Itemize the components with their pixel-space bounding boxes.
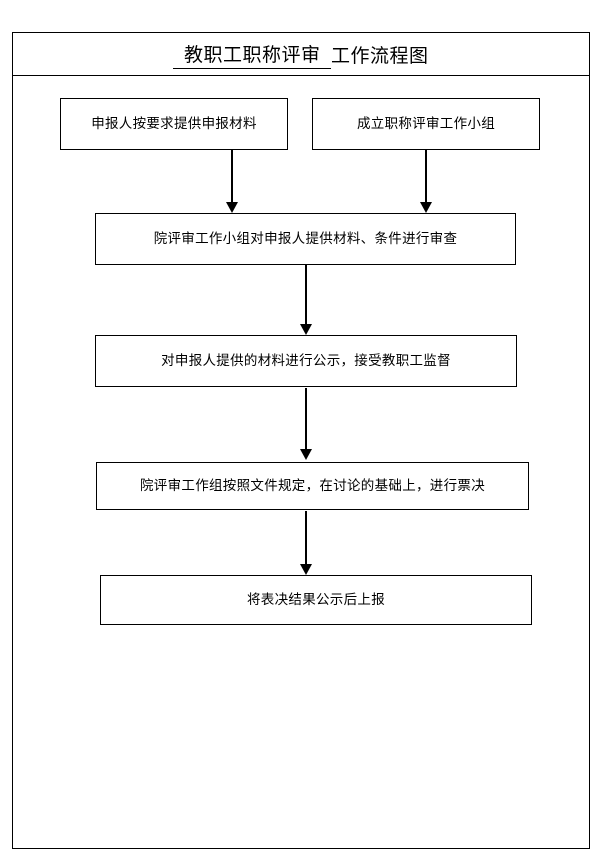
page-border bbox=[12, 32, 590, 849]
process-node-submit-materials: 申报人按要求提供申报材料 bbox=[60, 98, 288, 150]
process-node-public-announcement: 对申报人提供的材料进行公示，接受教职工监督 bbox=[95, 335, 517, 387]
process-node-review-materials: 院评审工作小组对申报人提供材料、条件进行审查 bbox=[95, 213, 516, 265]
node-label: 成立职称评审工作小组 bbox=[357, 115, 495, 131]
process-node-form-review-group: 成立职称评审工作小组 bbox=[312, 98, 540, 150]
page-title-suffix: 工作流程图 bbox=[331, 45, 429, 67]
arrow-down-icon bbox=[231, 150, 233, 203]
node-label: 将表决结果公示后上报 bbox=[247, 591, 385, 607]
node-label: 申报人按要求提供申报材料 bbox=[91, 115, 257, 131]
arrow-down-icon bbox=[425, 150, 427, 203]
arrow-down-icon bbox=[305, 511, 307, 565]
process-node-vote-decision: 院评审工作组按照文件规定，在讨论的基础上，进行票决 bbox=[96, 462, 529, 510]
arrow-down-icon bbox=[305, 388, 307, 450]
page-title-subject: 教职工职称评审 bbox=[173, 40, 331, 69]
arrow-down-icon bbox=[305, 265, 307, 325]
node-label: 对申报人提供的材料进行公示，接受教职工监督 bbox=[161, 352, 451, 368]
title-band: 教职工职称评审 工作流程图 bbox=[12, 32, 590, 76]
page-title: 教职工职称评审 工作流程图 bbox=[12, 32, 590, 76]
node-label: 院评审工作组按照文件规定，在讨论的基础上，进行票决 bbox=[140, 477, 485, 493]
node-label: 院评审工作小组对申报人提供材料、条件进行审查 bbox=[153, 230, 458, 246]
process-node-report-results: 将表决结果公示后上报 bbox=[100, 575, 532, 625]
